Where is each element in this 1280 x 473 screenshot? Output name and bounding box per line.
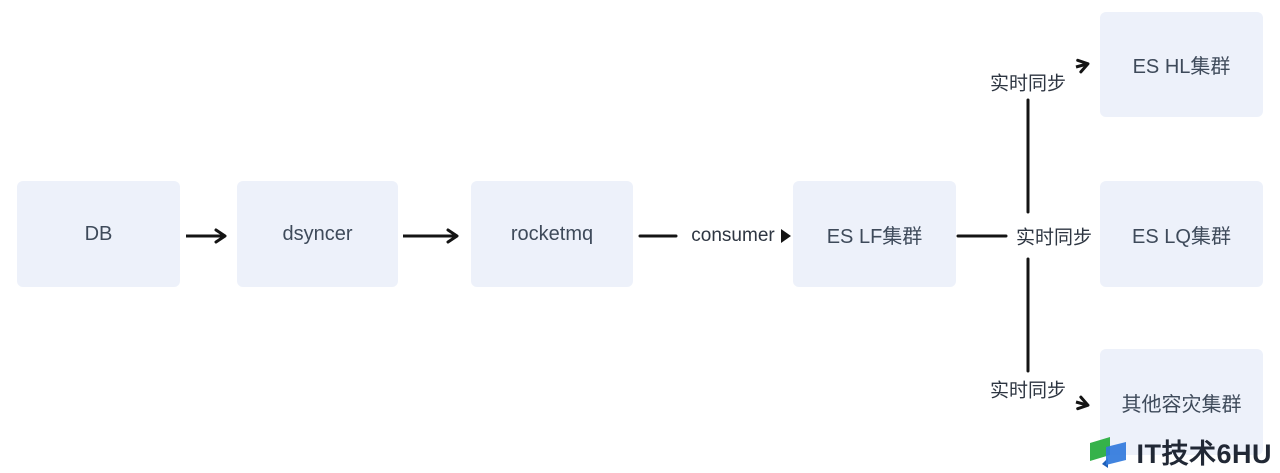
node-es-lf-cluster: ES LF集群 [793, 181, 956, 287]
watermark-text: IT技术6HU [1136, 439, 1272, 469]
edge-label-realtime-sync-top: 实时同步 [989, 73, 1067, 95]
node-dsyncer-label: dsyncer [282, 222, 353, 245]
node-other-disaster-recovery-cluster: 其他容灾集群 [1100, 349, 1263, 455]
node-es-hl-label: ES HL集群 [1132, 56, 1231, 78]
arrow-sync-to-es-hl [1075, 58, 1090, 74]
arrow-sync-to-other-dr [1075, 395, 1090, 411]
watermark: IT技术6HU [1088, 432, 1272, 471]
edge-label-realtime-sync-bottom: 实时同步 [989, 380, 1067, 402]
dual-flag-logo-icon [1090, 436, 1127, 468]
node-db: DB [17, 181, 180, 287]
node-dsyncer: dsyncer [237, 181, 398, 287]
node-rocketmq-label: rocketmq [510, 222, 594, 245]
node-other-dr-label: 其他容灾集群 [1121, 393, 1242, 416]
node-db-label: DB [84, 222, 113, 245]
arrowhead-consumer-to-es-lf [781, 229, 791, 243]
node-es-lq-label: ES LQ集群 [1132, 225, 1231, 248]
edge-label-realtime-sync-middle: 实时同步 [1015, 227, 1093, 249]
node-rocketmq: rocketmq [471, 181, 633, 287]
node-es-lq-cluster: ES LQ集群 [1100, 181, 1263, 287]
edge-label-consumer: consumer [691, 225, 775, 246]
node-es-hl-cluster: ES HL集群 [1100, 12, 1263, 117]
node-es-lf-label: ES LF集群 [826, 225, 923, 248]
